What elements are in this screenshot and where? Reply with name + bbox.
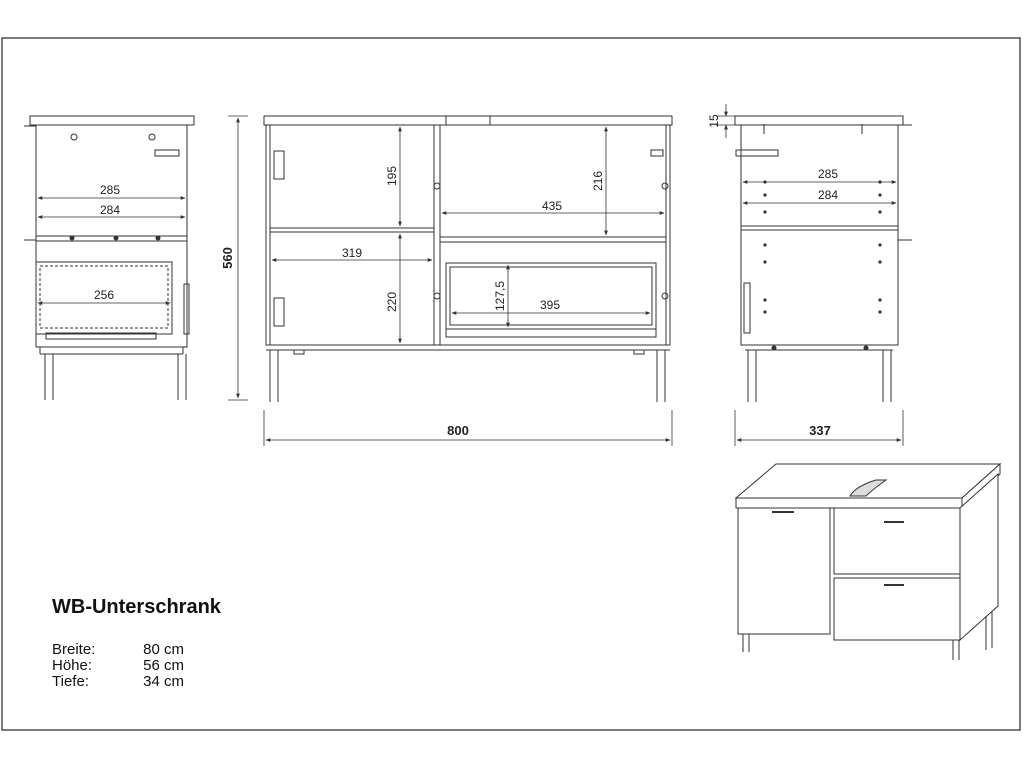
spec-height: Höhe: 56 cm <box>52 658 184 674</box>
spec-height-label: Höhe: <box>52 657 93 674</box>
spec-width-label: Breite: <box>52 641 96 658</box>
left-dim-256: 256 <box>94 288 114 302</box>
height-dimension <box>228 115 248 401</box>
depth-dimension <box>734 410 904 446</box>
front-view <box>263 115 673 402</box>
front-dim-319: 319 <box>342 246 362 260</box>
front-dim-216: 216 <box>591 171 605 191</box>
front-dimensions <box>271 126 665 344</box>
right-side-view <box>734 115 912 402</box>
right-side-holes <box>763 180 882 351</box>
front-dim-220: 220 <box>385 292 399 312</box>
spec-height-value: 56 cm <box>143 657 184 674</box>
spec-depth: Tiefe: 34 cm <box>52 674 184 690</box>
front-dim-127-5: 127,5 <box>493 281 507 311</box>
right-dim-15: 15 <box>707 114 721 128</box>
right-dim-285: 285 <box>818 167 838 181</box>
spec-width: Breite: 80 cm <box>52 642 184 658</box>
height-dim-560: 560 <box>220 247 235 269</box>
right-dim-284: 284 <box>818 188 838 202</box>
right-side-dimensions <box>716 104 897 205</box>
spec-width-value: 80 cm <box>143 641 184 658</box>
spec-depth-value: 34 cm <box>143 673 184 690</box>
depth-dim-337: 337 <box>809 423 831 438</box>
left-side-dimensions <box>37 196 186 305</box>
left-side-view <box>24 115 195 400</box>
left-dim-285: 285 <box>100 183 120 197</box>
product-title: WB-Unterschrank <box>52 596 221 618</box>
isometric-cabinet-sketch <box>734 462 1002 660</box>
sheet-border <box>1 37 1021 731</box>
front-dim-435: 435 <box>542 199 562 213</box>
front-dim-395: 395 <box>540 298 560 312</box>
product-specs: Breite: 80 cm Höhe: 56 cm Tiefe: 34 cm <box>52 642 184 690</box>
width-dimension <box>263 410 673 446</box>
spec-depth-label: Tiefe: <box>52 673 89 690</box>
width-dim-800: 800 <box>447 423 469 438</box>
front-dim-195: 195 <box>385 166 399 186</box>
left-dim-284: 284 <box>100 203 120 217</box>
